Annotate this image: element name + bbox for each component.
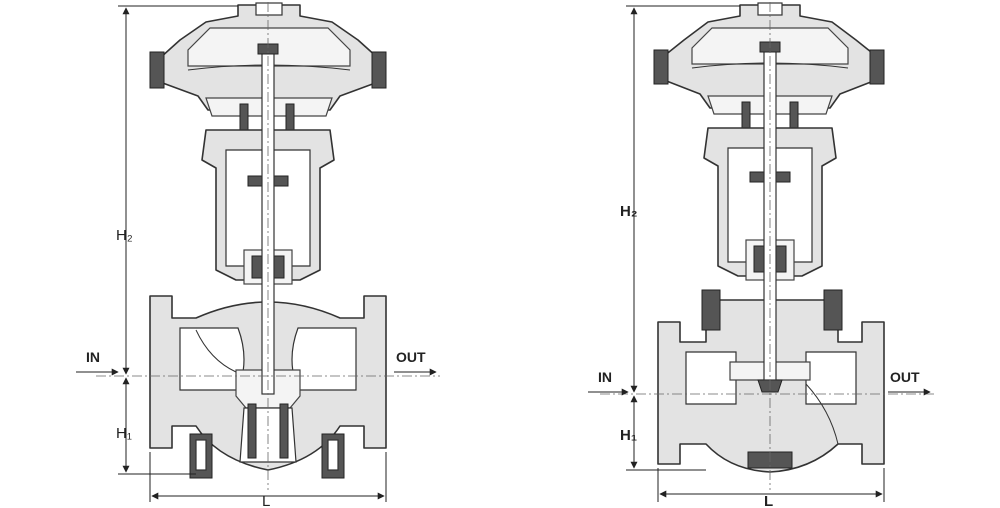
right-l-label: L — [764, 493, 773, 508]
left-inlet-label: IN — [86, 349, 100, 365]
right-valve-drawing: H₂ H₁ L IN OUT — [588, 2, 934, 508]
right-dimensions — [588, 5, 931, 502]
right-h2-label: H₂ — [620, 203, 638, 220]
left-h1-label: H₁ — [116, 425, 132, 442]
left-dimensions — [76, 5, 437, 502]
left-h2-label: H₂ — [116, 227, 133, 244]
right-inlet-label: IN — [598, 369, 612, 385]
left-outlet-label: OUT — [396, 349, 426, 365]
left-valve-drawing: H₂ H₁ L IN OUT — [76, 2, 440, 508]
right-h1-label: H₁ — [620, 427, 637, 444]
right-outlet-label: OUT — [890, 369, 920, 385]
left-l-label: L — [262, 493, 270, 508]
right-valve-body — [657, 289, 885, 473]
